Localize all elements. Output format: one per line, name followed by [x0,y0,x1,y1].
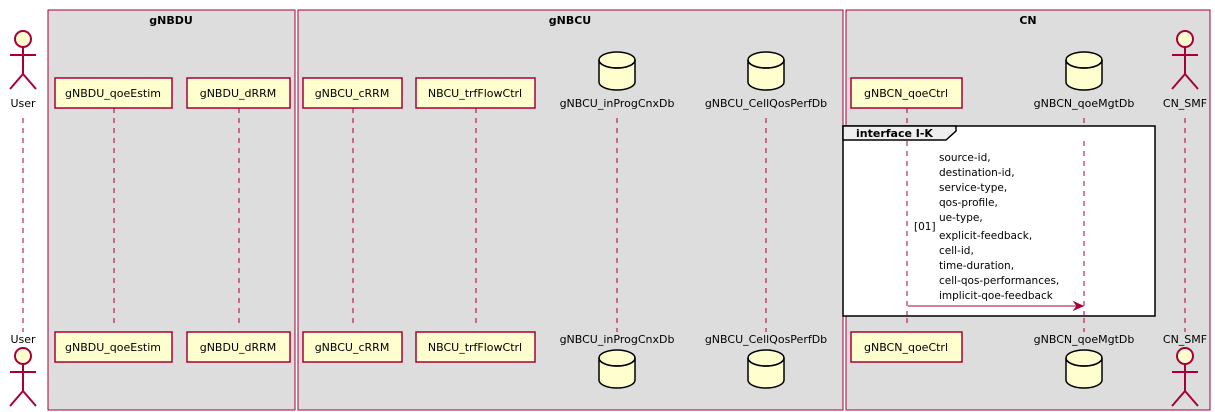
actor-user-bottom [9,347,37,407]
participant-trf-flow-ctrl-top: NBCU_trfFlowCtrl [415,77,536,109]
participant-qoe-estim-bottom: gNBDU_qoeEstim [54,331,173,363]
participant-cn-smf-label-bottom: CN_SMF [1163,333,1207,346]
participant-cell-qos-perf-db-label-top: gNBCU_CellQosPerfDb [705,97,827,110]
participant-qoe-ctrl-label: gNBCN_qoeCtrl [864,341,948,354]
actor-cn-smf-bottom [1171,347,1199,407]
group-interface-ik: interface I-K [842,125,1156,317]
participant-trf-flow-ctrl-label: NBCU_trfFlowCtrl [428,341,522,354]
participant-qoe-ctrl-bottom: gNBCN_qoeCtrl [850,331,963,363]
participant-user-label-bottom: User [10,333,36,346]
participant-qoe-ctrl-label: gNBCN_qoeCtrl [864,87,948,100]
message-line: explicit-feedback, [939,230,1032,242]
participant-crrm-label: gNBCU_cRRM [315,87,390,100]
database-cell-qos-perf-db-top [747,51,785,91]
group-label: interface I-K [856,127,933,140]
participant-trf-flow-ctrl-bottom: NBCU_trfFlowCtrl [415,331,536,363]
participant-qoe-mgt-db-label-bottom: gNBCN_qoeMgtDb [1034,333,1135,346]
participant-in-prog-cnx-db-label-top: gNBCU_inProgCnxDb [560,97,675,110]
message-line: source-id, [939,152,991,164]
participant-in-prog-cnx-db-label-bottom: gNBCU_inProgCnxDb [560,333,675,346]
message-line: cell-qos-performances, [939,275,1059,287]
participant-qoe-ctrl-top: gNBCN_qoeCtrl [850,77,963,109]
message-line: implicit-qoe-feedback [939,290,1054,302]
message-line: ue-type, [939,212,983,224]
actor-cn-smf-top [1171,30,1199,90]
participant-drrm-label: gNBDU_dRRM [200,87,277,100]
message-line: destination-id, [939,167,1015,179]
participant-qoe-estim-label: gNBDU_qoeEstim [65,87,161,100]
box-gnbcu-title: gNBCU [549,14,591,27]
database-cell-qos-perf-db-bottom [747,349,785,389]
participant-qoe-estim-top: gNBDU_qoeEstim [54,77,173,109]
message-arrow-head [1072,300,1085,312]
participant-cn-smf-label-top: CN_SMF [1163,97,1207,110]
message-line: qos-profile, [939,197,998,209]
participant-cell-qos-perf-db-label-bottom: gNBCU_CellQosPerfDb [705,333,827,346]
participant-crrm-label: gNBCU_cRRM [315,341,390,354]
database-in-prog-cnx-db-top [598,51,636,91]
participant-drrm-bottom: gNBDU_dRRM [186,331,291,363]
message-number: [01] [914,221,936,233]
database-qoe-mgt-db-top [1065,51,1103,91]
message-line: time-duration, [939,260,1014,272]
participant-qoe-estim-label: gNBDU_qoeEstim [65,341,161,354]
actor-user-top [9,30,37,90]
participant-crrm-bottom: gNBCU_cRRM [302,331,403,363]
message-line: service-type, [939,182,1007,194]
database-qoe-mgt-db-bottom [1065,349,1103,389]
participant-drrm-label: gNBDU_dRRM [200,341,277,354]
message-line: cell-id, [939,245,974,257]
box-cn-title: CN [1019,14,1036,27]
participant-trf-flow-ctrl-label: NBCU_trfFlowCtrl [428,87,522,100]
message-01: [01] source-id, destination-id, service-… [908,152,1085,312]
box-gnbdu-title: gNBDU [149,14,193,27]
participant-drrm-top: gNBDU_dRRM [186,77,291,109]
participant-user-label-top: User [10,97,36,110]
participant-qoe-mgt-db-label-top: gNBCN_qoeMgtDb [1034,97,1135,110]
participant-crrm-top: gNBCU_cRRM [302,77,403,109]
database-in-prog-cnx-db-bottom [598,349,636,389]
